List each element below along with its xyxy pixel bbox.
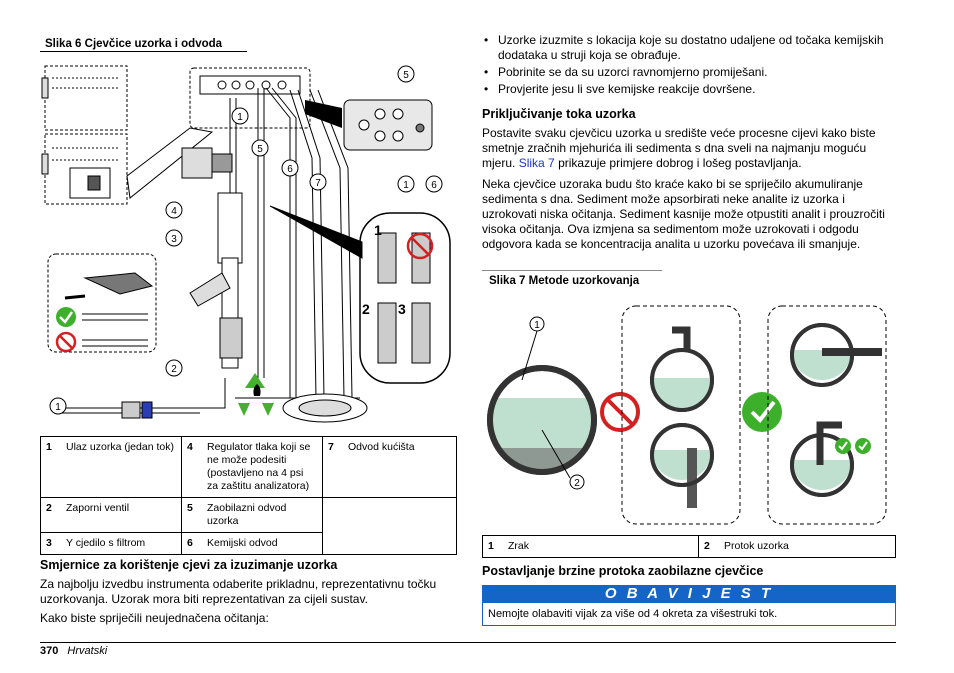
svg-text:2: 2 (574, 478, 580, 489)
legend-text: Protok uzorka (719, 535, 896, 558)
figure6-legend: 1 Ulaz uzorka (jedan tok) 4 Regulator tl… (40, 436, 457, 555)
svg-text:1: 1 (534, 320, 540, 331)
pressure-regulator-icon (181, 147, 233, 179)
knife-icon (47, 253, 157, 353)
connect-sample-heading: Priključivanje toka uzorka (482, 107, 636, 121)
bad-placement-bottom (650, 423, 714, 508)
legend-text: Regulator tlaka koji se ne može podesiti… (202, 436, 323, 498)
svg-text:3: 3 (171, 234, 177, 245)
legend-text: Y cjedilo s filtrom (61, 532, 182, 555)
process-pipe-icon (487, 365, 597, 475)
good-placement-bottom (790, 421, 854, 497)
figure7-title: Slika 7 Metode uzorkovanja (489, 275, 640, 287)
legend-num: 7 (322, 436, 343, 498)
connection-steps-inset (269, 205, 451, 384)
bullet-list: Uzorke izuzmite s lokacija koje su dosta… (482, 33, 894, 99)
legend-num: 4 (181, 436, 202, 498)
legend-text: Zaporni ventil (61, 497, 182, 533)
shutoff-valve-icon (60, 401, 200, 419)
svg-text:3: 3 (398, 301, 406, 317)
page-number: 370 (40, 645, 59, 657)
svg-text:7: 7 (315, 178, 321, 189)
legend-num: 2 (40, 497, 61, 533)
svg-text:1: 1 (55, 402, 61, 413)
legend-text: Kemijski odvod (202, 532, 323, 555)
notice-label: O B A V I J E S T (482, 585, 896, 603)
port-plate-icon (343, 99, 433, 151)
notice-box: O B A V I J E S T Nemojte olabaviti vija… (482, 585, 896, 626)
good-placement-top (790, 323, 882, 387)
list-item: Uzorke izuzmite s lokacija koje su dosta… (482, 33, 894, 63)
checkmark-icon (742, 392, 782, 432)
svg-text:5: 5 (257, 144, 263, 155)
sampling-guidelines-para2: Kako biste spriječili neujednačena očita… (40, 611, 269, 625)
legend-num: 6 (181, 532, 202, 555)
legend-num: 5 (181, 497, 202, 533)
prohibited-icon (406, 232, 434, 260)
list-item: Provjerite jesu li sve kemijske reakcije… (482, 82, 894, 97)
recycle-icon (238, 373, 274, 416)
svg-text:4: 4 (171, 206, 177, 217)
legend-num: 1 (482, 535, 503, 558)
connect-sample-para1: Postavite svaku cjevčicu uzorka u središ… (482, 126, 894, 171)
legend-text: Ulaz uzorka (jedan tok) (61, 436, 182, 498)
footer-language: Hrvatski (67, 645, 108, 657)
svg-text:6: 6 (431, 180, 437, 191)
svg-text:2: 2 (362, 301, 370, 317)
figure6-title: Slika 6 Cjevčice uzorka i odvoda (45, 38, 223, 50)
svg-text:6: 6 (287, 164, 293, 175)
svg-text:1: 1 (403, 180, 409, 191)
legend-text: Zrak (503, 535, 699, 558)
svg-text:2: 2 (171, 364, 177, 375)
svg-text:1: 1 (237, 112, 243, 123)
y-strainer-icon (189, 192, 243, 369)
footer-rule (40, 642, 896, 643)
connect-sample-para2: Neka cjevčice uzoraka budu što kraće kak… (482, 177, 885, 251)
device-housing-icon (41, 65, 128, 205)
figure7-title-rule (482, 270, 662, 271)
figure6-illustration: 1 2 3 1 5 6 7 4 3 2 1 5 1 6 (41, 65, 451, 423)
notice-text: Nemojte olabaviti vijak za više od 4 okr… (482, 603, 896, 626)
bypass-flow-heading: Postavljanje brzine protoka zaobilazne c… (482, 564, 764, 578)
svg-text:5: 5 (403, 70, 409, 81)
sampling-guidelines-heading: Smjernice za korištenje cjevi za izuzima… (40, 558, 338, 572)
drain-panel-icon (189, 67, 311, 129)
legend-num: 2 (698, 535, 719, 558)
legend-text: Odvod kućišta (343, 436, 457, 498)
sampling-guidelines-para1: Za najbolju izvedbu instrumenta odaberit… (40, 577, 437, 606)
floor-drain-icon (282, 393, 368, 423)
figure7-link[interactable]: Slika 7 (518, 156, 555, 170)
legend-num: 3 (40, 532, 61, 555)
bad-placement-top (650, 326, 714, 412)
figure7-illustration: 1 2 (487, 305, 887, 525)
para-text: prikazuje primjere dobrog i lošeg postav… (558, 156, 802, 170)
figure7-legend: 1 Zrak 2 Protok uzorka (482, 535, 896, 558)
legend-text: Zaobilazni odvod uzorka (202, 497, 323, 533)
svg-text:1: 1 (374, 222, 382, 238)
prohibited-icon (600, 392, 640, 432)
prohibited-icon (55, 331, 77, 353)
figure6-callouts (49, 65, 443, 415)
legend-num: 1 (40, 436, 61, 498)
figure6-title-rule (40, 51, 247, 52)
para-text: Postavite svaku cjevčicu uzorka u središ… (482, 126, 876, 170)
checkmark-icon (56, 307, 76, 327)
list-item: Pobrinite se da su uzorci ravnomjerno pr… (482, 65, 894, 80)
checkmark-icon (835, 438, 871, 454)
footer: 370 Hrvatski (40, 645, 107, 657)
